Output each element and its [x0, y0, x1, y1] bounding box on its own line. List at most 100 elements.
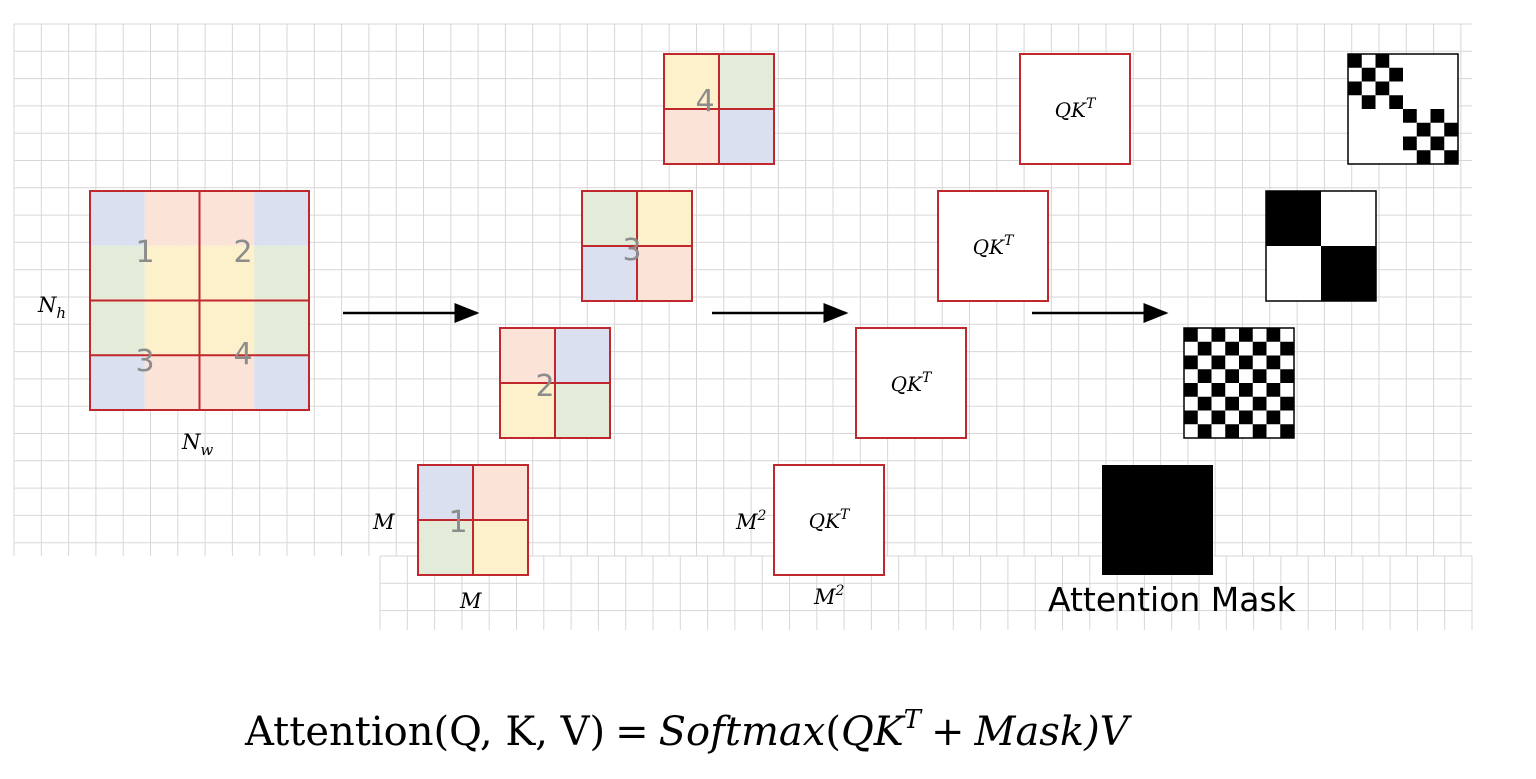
- mask-cell: [1266, 328, 1281, 342]
- mask-cell: [1266, 383, 1281, 397]
- mask-cell: [1211, 355, 1226, 370]
- qkt-box-3: [937, 190, 1049, 302]
- mask-border: [1347, 53, 1459, 165]
- window-side-label-m: M: [372, 510, 395, 534]
- mask-cell: [1197, 396, 1212, 411]
- mask-cell: [1280, 369, 1294, 383]
- window-cell: [555, 328, 610, 383]
- mask-cell: [1211, 410, 1226, 425]
- mask-cell: [1389, 95, 1403, 109]
- mask-cell: [1416, 122, 1431, 137]
- window-cell: [582, 246, 637, 301]
- width-label-nw: Nw: [181, 430, 213, 459]
- mask-cell: [1197, 341, 1212, 356]
- feature-map-cell: [90, 300, 145, 356]
- attention-mask-4: [1347, 53, 1459, 165]
- mask-cell: [1266, 355, 1281, 370]
- window-cell: [637, 246, 692, 301]
- window-cell: [555, 383, 610, 438]
- mask-cell: [1403, 109, 1417, 123]
- mask-cell: [1197, 369, 1212, 383]
- window-2: [499, 327, 611, 439]
- qkt-box-4: [1019, 53, 1131, 165]
- qkt-stack: QKT QKT QKT QKT M2 M2: [735, 53, 1131, 609]
- feature-map-cell: [199, 355, 255, 410]
- mask-cell: [1184, 328, 1198, 342]
- mask-cell: [1361, 67, 1376, 82]
- feature-map-cell: [144, 191, 200, 246]
- window-cell: [664, 54, 719, 109]
- mask-cell: [1444, 122, 1458, 137]
- qkt-box-2: [855, 327, 967, 439]
- window-bottom-label-m: M: [459, 589, 482, 613]
- feature-map-cell: [199, 191, 255, 246]
- qkt-bottom-label-m2: M2: [813, 583, 845, 609]
- feature-map-cell: [199, 300, 255, 356]
- window-number-2: 2: [535, 369, 554, 404]
- feature-map-window-number-4: 4: [233, 337, 252, 372]
- mask-cell: [1252, 396, 1267, 411]
- window-cell: [664, 109, 719, 164]
- mask-cell: [1211, 383, 1226, 397]
- feature-map-cell: [144, 355, 200, 410]
- feature-map-cell: [90, 191, 145, 246]
- mask-cell: [1225, 424, 1239, 438]
- attention-mask-caption: Attention Mask: [1048, 580, 1297, 619]
- mask-cell: [1321, 246, 1376, 301]
- qkt-box-1: [773, 464, 885, 576]
- feature-map-cell: [254, 300, 309, 356]
- mask-cell: [1239, 410, 1253, 425]
- height-label-nh: Nh: [37, 293, 66, 322]
- window-4: [663, 53, 775, 165]
- feature-map-cell: [254, 191, 309, 246]
- window-cell: [500, 383, 555, 438]
- mask-cell: [1225, 369, 1239, 383]
- mask-cell: [1184, 410, 1198, 425]
- feature-map-window-number-3: 3: [135, 344, 154, 379]
- attention-mask-2: [1183, 327, 1295, 439]
- mask-cell: [1252, 424, 1267, 438]
- feature-map-cell: [254, 245, 309, 301]
- feature-map: 1 2 3 4 Nh Nw: [37, 190, 310, 459]
- mask-cell: [1280, 341, 1294, 356]
- window-cell: [418, 520, 473, 575]
- window-cell: [500, 328, 555, 383]
- mask-cell: [1430, 109, 1445, 123]
- window-3: [581, 190, 693, 302]
- mask-border: [1183, 327, 1295, 439]
- window-cell: [473, 520, 528, 575]
- window-cell: [719, 109, 774, 164]
- mask-cell: [1239, 383, 1253, 397]
- mask-cell: [1252, 369, 1267, 383]
- window-cell: [473, 465, 528, 520]
- mask-cell: [1239, 328, 1253, 342]
- feature-map-cell: [254, 355, 309, 410]
- mask-cell: [1361, 95, 1376, 109]
- mask-cell: [1348, 81, 1362, 96]
- mask-cell: [1266, 410, 1281, 425]
- mask-cell: [1416, 150, 1431, 164]
- mask-border: [1265, 190, 1377, 302]
- mask-cell: [1375, 54, 1390, 68]
- mask-cell: [1375, 81, 1390, 96]
- mask-cell: [1211, 328, 1226, 342]
- mask-cell: [1389, 67, 1403, 82]
- qkt-label-4: QKT: [1055, 96, 1097, 122]
- mask-cell: [1225, 341, 1239, 356]
- feature-map-window-number-1: 1: [135, 235, 154, 270]
- feature-map-cell: [144, 245, 200, 301]
- mask-cell: [1444, 150, 1458, 164]
- mask-cell: [1252, 341, 1267, 356]
- window-cell: [582, 191, 637, 246]
- mask-cell: [1184, 383, 1198, 397]
- mask-cell: [1430, 136, 1445, 151]
- window-cell: [637, 191, 692, 246]
- mask-cell: [1266, 191, 1321, 246]
- mask-cell: [1225, 396, 1239, 411]
- feature-map-cell: [199, 245, 255, 301]
- mask-cell: [1239, 355, 1253, 370]
- qkt-side-label-m2: M2: [735, 508, 767, 534]
- window-number-1: 1: [448, 505, 467, 540]
- feature-map-window-number-2: 2: [233, 235, 252, 270]
